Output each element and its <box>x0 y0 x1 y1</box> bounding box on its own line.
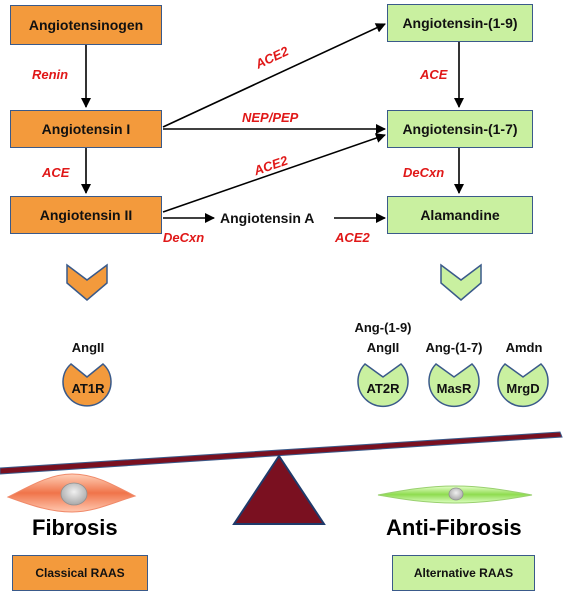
enzyme-ace2-bottom: ACE2 <box>335 230 370 245</box>
receptor-icon-at1r <box>62 363 112 407</box>
enzyme-ace-right: ACE <box>420 67 448 82</box>
fibrosis-label: Fibrosis <box>32 515 118 540</box>
enzyme-renin: Renin <box>32 67 69 82</box>
receptor-icon-mrgd <box>497 363 549 408</box>
enzyme-decxn-left: DeCxn <box>163 230 205 245</box>
receptor-icon-masr <box>428 363 480 408</box>
at1r-ligand-label: AngII <box>71 340 105 355</box>
enzyme-nep-pep: NEP/PEP <box>242 110 299 125</box>
at2r-ligand-label: AngII <box>366 340 400 355</box>
chevron-down-icon-left <box>66 263 108 301</box>
alternative-raas-box: Alternative RAAS <box>392 555 535 591</box>
balance-beam <box>0 431 563 475</box>
at2r-label: AT2R <box>366 381 400 396</box>
balance-fulcrum <box>232 454 326 525</box>
angiotensinogen-box: Angiotensinogen <box>10 5 162 45</box>
chevron-down-icon-right <box>440 263 482 301</box>
arrow-ang1-to-ang19 <box>162 23 386 128</box>
fibroblast-nucleus-icon <box>60 482 88 506</box>
alamandine-box: Alamandine <box>387 196 533 234</box>
quiescent-nucleus-icon <box>448 487 464 501</box>
mrgd-label: MrgD <box>506 381 540 396</box>
at1r-label: AT1R <box>71 381 105 396</box>
classical-raas-box: Classical RAAS <box>12 555 148 591</box>
angiotensin-a-label: Angiotensin A <box>220 210 315 226</box>
arrow-ang2-to-ang17 <box>162 133 386 213</box>
angiotensin-1-box: Angiotensin I <box>10 110 162 148</box>
anti-fibrosis-label: Anti-Fibrosis <box>386 515 522 540</box>
masr-ligand-label: Ang-(1-7) <box>425 340 483 355</box>
receptor-icon-at2r <box>357 363 409 408</box>
enzyme-ace-left: ACE <box>42 165 70 180</box>
at2r-ligand-top-label: Ang-(1-9) <box>354 320 412 335</box>
angiotensin-1-9-box: Angiotensin-(1-9) <box>387 4 533 42</box>
mrgd-ligand-label: Amdn <box>505 340 543 355</box>
masr-label: MasR <box>436 381 472 396</box>
angiotensin-1-7-box: Angiotensin-(1-7) <box>387 110 533 148</box>
enzyme-decxn-right: DeCxn <box>403 165 445 180</box>
angiotensin-2-box: Angiotensin II <box>10 196 162 234</box>
